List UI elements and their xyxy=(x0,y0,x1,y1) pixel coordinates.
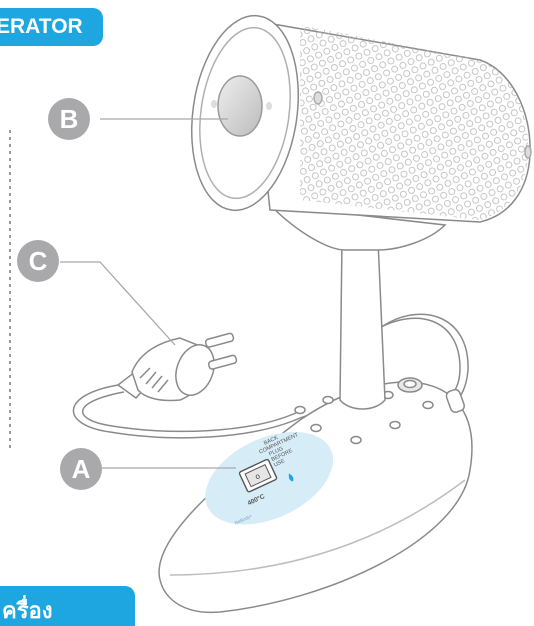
callout-a: A xyxy=(60,448,102,490)
callout-c: C xyxy=(17,240,59,282)
light-lens xyxy=(218,76,262,136)
callout-b: B xyxy=(48,98,90,140)
device-head xyxy=(180,9,531,222)
plug-illustration xyxy=(118,333,237,401)
device-column xyxy=(270,205,445,409)
footer-tab: ครื่อง xyxy=(0,586,135,626)
